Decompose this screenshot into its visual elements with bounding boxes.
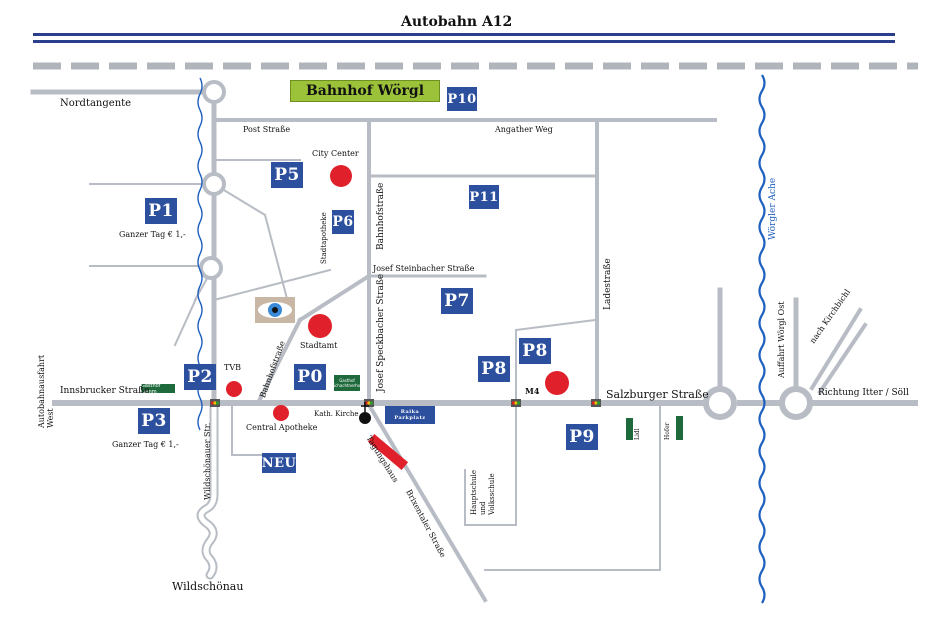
gasthof-lamm-sign: Gasthof Lamm: [141, 383, 175, 395]
label-m4: M4: [525, 386, 540, 396]
label-central-apotheke: Central Apotheke: [246, 423, 318, 432]
city-center-marker: [330, 165, 352, 187]
label-hofer: Hofer: [664, 422, 671, 440]
parking-p6[interactable]: P6: [332, 210, 354, 234]
parking-p9[interactable]: P9: [566, 424, 598, 450]
parking-p5[interactable]: P5: [271, 162, 303, 188]
street-ladestrasse: Ladestraße: [603, 258, 613, 310]
street-salzburger: Salzburger Straße: [606, 388, 709, 401]
parking-p7[interactable]: P7: [441, 288, 473, 314]
label-city-center: City Center: [312, 149, 359, 158]
label-hauptschule: Hauptschule und Volksschule: [470, 470, 496, 515]
tagungshaus-marker: [367, 434, 409, 470]
street-wildschoenauer: Wildschönauer Str.: [203, 422, 212, 500]
central-apotheke-marker: [273, 405, 289, 421]
parking-p1[interactable]: P1: [145, 198, 177, 224]
street-angather: Angather Weg: [495, 125, 553, 134]
street-autobahnausfahrt: Autobahnausfahrt West: [37, 354, 55, 428]
river-woergler-ache: [758, 74, 766, 604]
label-stadtapotheke: Stadtapotheke: [320, 212, 328, 264]
label-kath-kirche: Kath. Kirche: [314, 410, 359, 418]
street-richtung: Richtung Itter / Söll: [818, 388, 909, 398]
street-speckbacher: Josef Speckbacher Straße: [376, 273, 386, 392]
parking-p2[interactable]: P2: [184, 364, 216, 390]
label-wildschoenau: Wildschönau: [172, 580, 244, 593]
parking-p3[interactable]: P3: [138, 408, 170, 434]
parking-p8-b[interactable]: P8: [478, 356, 510, 382]
street-post: Post Straße: [243, 125, 291, 134]
parking-p0[interactable]: P0: [294, 364, 326, 390]
autobahn-label: Autobahn A12: [401, 14, 513, 30]
station-label: Bahnhof Wörgl: [290, 80, 440, 102]
lidl-sign: [626, 418, 633, 440]
autobahn-lines: [33, 33, 918, 70]
poi-markers: [226, 165, 569, 421]
street-josef-steinbacher: Josef Steinbacher Straße: [373, 264, 475, 273]
parking-p10[interactable]: P10: [447, 87, 477, 111]
parking-p8-a[interactable]: P8: [519, 338, 551, 364]
label-tvb: TVB: [224, 363, 241, 372]
roundabouts: [199, 80, 813, 420]
traffic-lights: [210, 399, 601, 407]
note-p1-price: Ganzer Tag € 1,-: [119, 230, 186, 239]
eye-icon: [255, 297, 295, 323]
parking-neu[interactable]: NEU: [262, 453, 296, 473]
tvb-marker: [226, 381, 242, 397]
m4-marker: [545, 371, 569, 395]
parking-p11[interactable]: P11: [469, 185, 499, 209]
street-auffahrt-ost: Auffahrt Wörgl Ost: [777, 301, 786, 378]
stadtamt-marker: [308, 314, 332, 338]
raika-parkplatz[interactable]: Raika Parkplatz: [385, 406, 435, 424]
church-icon: [359, 402, 371, 424]
street-nordtangente: Nordtangente: [60, 98, 132, 109]
note-p3-price: Ganzer Tag € 1,-: [112, 440, 179, 449]
street-bahnhofstrasse-1: Bahnhofstraße: [376, 182, 386, 250]
roads: [30, 89, 918, 603]
street-innsbrucker: Innsbrucker Straße: [60, 386, 150, 396]
label-stadtamt: Stadtamt: [300, 341, 338, 350]
gasthof-schachtnerhof-sign: Gasthof Schachtnerhof: [333, 375, 362, 391]
label-lidl: Lidl: [634, 428, 641, 440]
hofer-sign: [676, 416, 683, 440]
label-woergler-ache: Wörgler Ache: [768, 177, 778, 240]
